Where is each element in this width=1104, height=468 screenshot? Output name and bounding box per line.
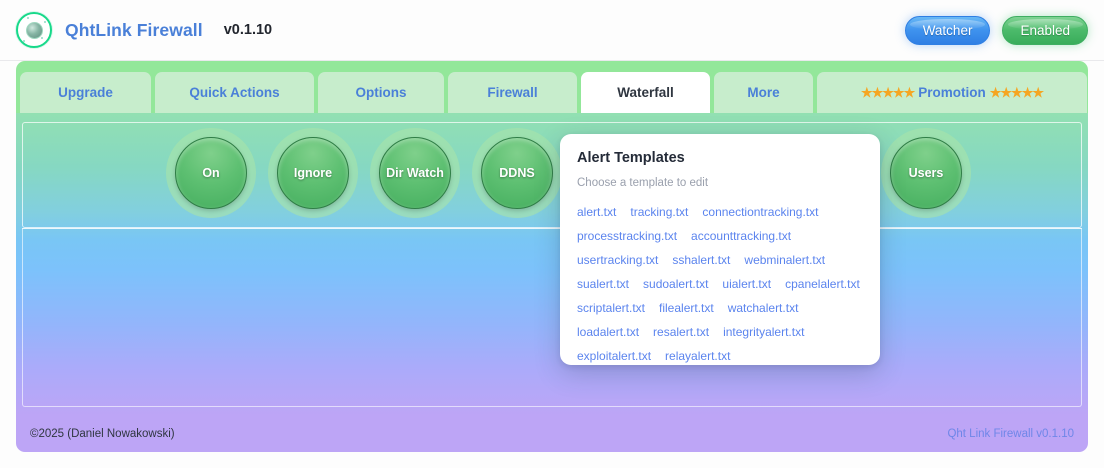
template-link[interactable]: connectiontracking.txt [702, 205, 819, 219]
bottom-panel [22, 229, 1082, 407]
template-link[interactable]: loadalert.txt [577, 325, 640, 339]
circle-button-core: On [175, 137, 247, 209]
template-link[interactable]: processtracking.txt [577, 229, 678, 243]
top-panel [22, 122, 1082, 228]
panel-divider [22, 228, 1082, 229]
logo-dot [23, 40, 25, 42]
tab-label: Quick Actions [189, 85, 280, 100]
enabled-button[interactable]: Enabled [1002, 15, 1088, 45]
template-link[interactable]: tracking.txt [630, 205, 689, 219]
popup-subtitle: Choose a template to edit [577, 177, 709, 189]
tab-firewall[interactable]: Firewall [448, 72, 577, 113]
tab-more[interactable]: More [714, 72, 813, 113]
template-link[interactable]: relayalert.txt [665, 349, 731, 363]
content-area: On Ignore Dir Watch DDNS Users [16, 113, 1088, 415]
circle-button-dir-watch[interactable]: Dir Watch [370, 128, 460, 218]
watcher-button[interactable]: Watcher [904, 15, 991, 45]
app-footer: ©2025 (Daniel Nowakowski) Qht Link Firew… [16, 415, 1088, 452]
template-link[interactable]: resalert.txt [653, 325, 710, 339]
footer-copyright: ©2025 (Daniel Nowakowski) [30, 427, 175, 440]
circle-button-core: DDNS [481, 137, 553, 209]
circle-button-label: Dir Watch [386, 166, 444, 180]
tab-label: Firewall [487, 85, 538, 100]
template-link[interactable]: filealert.txt [659, 301, 714, 315]
tab-upgrade[interactable]: Upgrade [20, 72, 151, 113]
template-link[interactable]: integrityalert.txt [723, 325, 805, 339]
template-link[interactable]: exploitalert.txt [577, 349, 652, 363]
template-link[interactable]: alert.txt [577, 205, 617, 219]
template-link[interactable]: cpanelalert.txt [785, 277, 860, 291]
promotion-stars-right: ★★★★★ [989, 84, 1044, 100]
template-link[interactable]: sualert.txt [577, 277, 630, 291]
tab-label: Promotion [918, 85, 986, 100]
template-link[interactable]: accounttracking.txt [691, 229, 792, 243]
logo-dot [44, 21, 46, 23]
circle-button-label: Ignore [293, 166, 333, 180]
tab-label: Options [355, 85, 407, 100]
circle-button-users[interactable]: Users [881, 128, 971, 218]
promotion-stars-left: ★★★★★ [860, 84, 915, 100]
popup-title: Alert Templates [577, 150, 685, 166]
logo-dot [41, 37, 43, 39]
tab-label: Upgrade [58, 85, 113, 100]
app-header: QhtLink Firewall v0.1.10 Watcher Enabled [0, 0, 1104, 61]
template-link[interactable]: scriptalert.txt [577, 301, 646, 315]
tab-options[interactable]: Options [318, 72, 444, 113]
template-link[interactable]: uialert.txt [722, 277, 772, 291]
circular-network-logo-icon [16, 12, 52, 48]
tab-quick-actions[interactable]: Quick Actions [155, 72, 314, 113]
tab-label: More [747, 85, 780, 100]
brand-version: v0.1.10 [223, 22, 273, 38]
tab-label: Waterfall [617, 85, 674, 100]
brand: QhtLink Firewall v0.1.10 [16, 12, 272, 48]
circle-button-label: Users [908, 166, 944, 180]
logo-dot [27, 17, 29, 19]
circle-button-on[interactable]: On [166, 128, 256, 218]
header-actions: Watcher Enabled [904, 15, 1088, 45]
tab-waterfall[interactable]: Waterfall [581, 72, 710, 113]
circle-button-label: On [202, 166, 220, 180]
alert-templates-popup: Alert Templates Choose a template to edi… [560, 134, 880, 365]
circle-button-core: Dir Watch [379, 137, 451, 209]
template-link[interactable]: sudoalert.txt [643, 277, 709, 291]
template-link[interactable]: watchalert.txt [727, 301, 799, 315]
brand-name: QhtLink Firewall [65, 19, 203, 40]
main-tabbar: Upgrade Quick Actions Options Firewall Water… [16, 61, 1088, 113]
template-link[interactable]: usertracking.txt [577, 253, 659, 267]
template-link[interactable]: webminalert.txt [744, 253, 826, 267]
template-link[interactable]: sshalert.txt [672, 253, 731, 267]
logo-inner-sphere [25, 21, 43, 39]
circle-button-ignore[interactable]: Ignore [268, 128, 358, 218]
circle-button-label: DDNS [499, 166, 535, 180]
circle-button-core: Ignore [277, 137, 349, 209]
tab-promotion[interactable]: ★★★★★Promotion★★★★★ [817, 72, 1087, 113]
footer-product-link[interactable]: Qht Link Firewall v0.1.10 [947, 427, 1074, 440]
circle-button-row: On Ignore Dir Watch DDNS Users [16, 122, 1088, 228]
circle-button-core: Users [890, 137, 962, 209]
template-link-list: alert.txt tracking.txt connectiontracking.… [577, 200, 863, 365]
circle-button-ddns[interactable]: DDNS [472, 128, 562, 218]
